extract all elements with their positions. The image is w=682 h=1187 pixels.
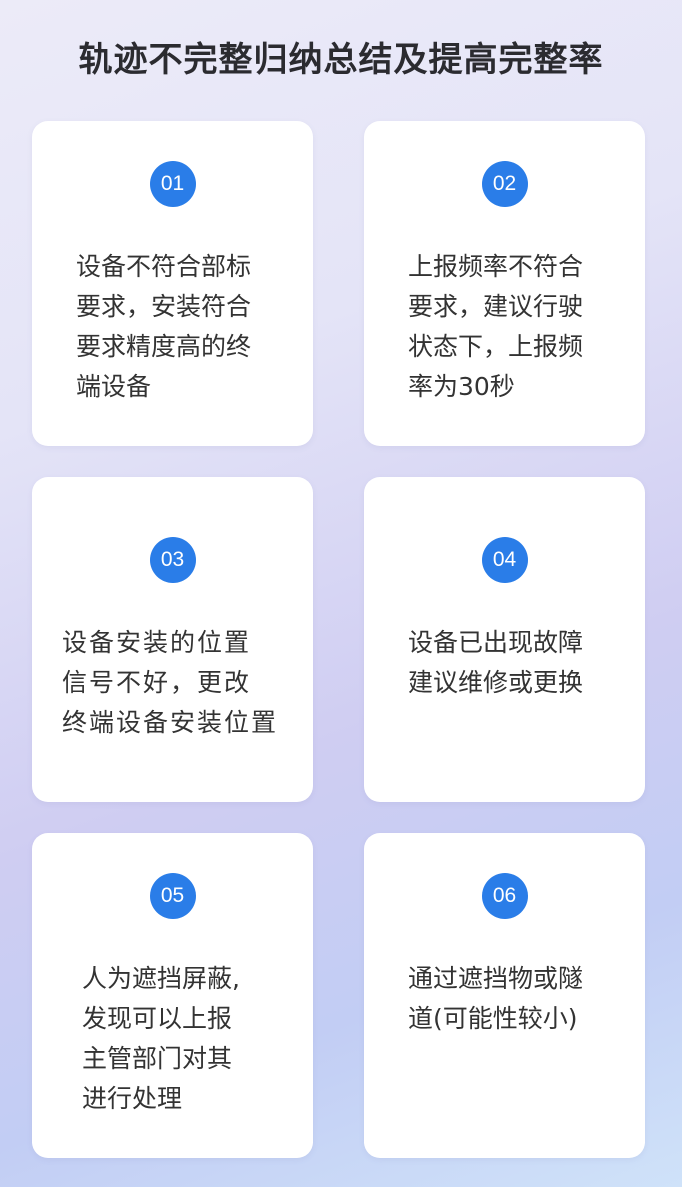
cause-card-02: 02 上报频率不符合 要求，建议行驶 状态下，上报频 率为30秒	[364, 121, 645, 446]
card-text: 设备不符合部标 要求，安装符合 要求精度高的终 端设备	[76, 252, 252, 401]
page-title: 轨迹不完整归纳总结及提高完整率	[78, 40, 604, 80]
cause-card-04: 04 设备已出现故障 建议维修或更换	[364, 477, 645, 802]
cause-card-03: 03 设备安装的位置 信号不好，更改 终端设备安装位置	[32, 477, 313, 802]
number-badge: 03	[149, 537, 196, 583]
cause-card-01: 01 设备不符合部标 要求，安装符合 要求精度高的终 端设备	[32, 121, 313, 446]
number-badge: 02	[481, 161, 528, 207]
cause-card-05: 05 人为遮挡屏蔽, 发现可以上报 主管部门对其 进行处理	[32, 833, 313, 1158]
number-badge: 04	[481, 537, 528, 583]
number-badge: 05	[149, 873, 196, 919]
card-text: 通过遮挡物或隧 道(可能性较小)	[408, 964, 584, 1033]
number-badge: 01	[149, 161, 196, 207]
cause-card-06: 06 通过遮挡物或隧 道(可能性较小)	[364, 833, 645, 1158]
number-badge: 06	[481, 873, 528, 919]
card-text: 上报频率不符合 要求，建议行驶 状态下，上报频 率为30秒	[408, 252, 584, 401]
card-text: 设备已出现故障 建议维修或更换	[408, 628, 584, 697]
card-text: 人为遮挡屏蔽, 发现可以上报 主管部门对其 进行处理	[82, 964, 240, 1113]
card-text: 设备安装的位置 信号不好，更改 终端设备安装位置	[62, 628, 279, 737]
